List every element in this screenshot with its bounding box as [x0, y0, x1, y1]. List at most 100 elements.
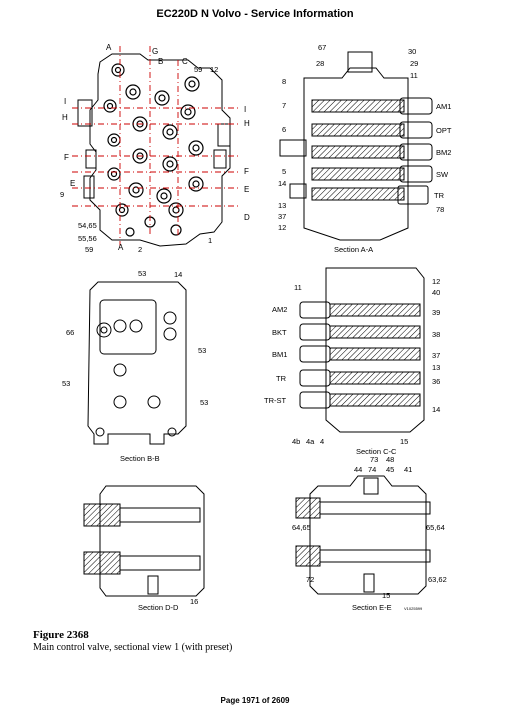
svg-text:48: 48	[386, 455, 394, 464]
svg-text:AM2: AM2	[272, 305, 287, 314]
svg-text:V1025599: V1025599	[404, 606, 423, 611]
svg-text:Section E-E: Section E-E	[352, 603, 392, 612]
port-circles	[103, 63, 204, 237]
svg-text:59: 59	[194, 65, 202, 74]
svg-text:53: 53	[138, 269, 146, 278]
section-dd	[83, 485, 205, 597]
svg-text:14: 14	[278, 179, 286, 188]
svg-text:SW: SW	[436, 170, 449, 179]
svg-text:13: 13	[278, 201, 286, 210]
section-cut-lines	[72, 46, 240, 246]
svg-text:44: 44	[354, 465, 362, 474]
svg-text:H: H	[62, 113, 68, 122]
svg-text:54,65: 54,65	[78, 221, 97, 230]
svg-text:14: 14	[174, 270, 182, 279]
svg-text:37: 37	[278, 212, 286, 221]
exterior-view	[77, 53, 231, 247]
svg-text:39: 39	[432, 308, 440, 317]
svg-text:G: G	[152, 47, 158, 56]
svg-text:C: C	[182, 57, 188, 66]
section-bb-labels: 53 14 66 53 53 53 Section B-B	[62, 269, 208, 463]
svg-text:12: 12	[432, 277, 440, 286]
svg-text:6: 6	[282, 125, 286, 134]
svg-text:1: 1	[208, 236, 212, 245]
svg-text:38: 38	[432, 330, 440, 339]
svg-text:BM1: BM1	[272, 350, 287, 359]
svg-text:15: 15	[400, 437, 408, 446]
svg-text:AM1: AM1	[436, 102, 451, 111]
svg-text:F: F	[244, 167, 249, 176]
svg-text:Section B-B: Section B-B	[120, 454, 160, 463]
svg-text:65,64: 65,64	[426, 523, 445, 532]
exterior-callouts: 59 12 9 54,65 55,56 59 2 1	[60, 65, 218, 254]
svg-text:13: 13	[432, 363, 440, 372]
svg-text:67: 67	[318, 43, 326, 52]
svg-text:4a: 4a	[306, 437, 315, 446]
section-cc	[299, 267, 425, 433]
svg-text:B: B	[158, 57, 163, 66]
svg-text:12: 12	[278, 223, 286, 232]
svg-text:TR: TR	[276, 374, 287, 383]
svg-text:12: 12	[210, 65, 218, 74]
svg-text:53: 53	[200, 398, 208, 407]
svg-text:Section D-D: Section D-D	[138, 603, 179, 612]
svg-text:14: 14	[432, 405, 440, 414]
svg-text:H: H	[244, 119, 250, 128]
svg-text:Section A-A: Section A-A	[334, 245, 373, 254]
svg-text:74: 74	[368, 465, 376, 474]
svg-text:15: 15	[382, 591, 390, 600]
svg-text:59: 59	[85, 245, 93, 254]
svg-text:40: 40	[432, 288, 440, 297]
svg-text:55,56: 55,56	[78, 234, 97, 243]
section-dd-labels: 16 Section D-D	[138, 597, 198, 612]
svg-text:E: E	[244, 185, 249, 194]
svg-text:73: 73	[370, 455, 378, 464]
svg-text:TR: TR	[434, 191, 445, 200]
svg-text:D: D	[244, 213, 250, 222]
svg-text:45: 45	[386, 465, 394, 474]
svg-text:37: 37	[432, 351, 440, 360]
svg-text:11: 11	[410, 71, 418, 80]
svg-text:I: I	[64, 97, 66, 106]
svg-text:OPT: OPT	[436, 126, 452, 135]
svg-text:63,62: 63,62	[428, 575, 447, 584]
figure-description: Main control valve, sectional view 1 (wi…	[33, 642, 233, 653]
svg-text:53: 53	[198, 346, 206, 355]
section-ee	[295, 475, 431, 595]
svg-text:8: 8	[282, 77, 286, 86]
svg-text:4b: 4b	[292, 437, 300, 446]
svg-text:28: 28	[316, 59, 324, 68]
svg-text:BM2: BM2	[436, 148, 451, 157]
section-aa	[279, 51, 433, 241]
svg-text:36: 36	[432, 377, 440, 386]
svg-text:7: 7	[282, 101, 286, 110]
svg-text:72: 72	[306, 575, 314, 584]
svg-text:11: 11	[294, 283, 302, 292]
svg-text:66: 66	[66, 328, 74, 337]
svg-text:F: F	[64, 153, 69, 162]
svg-text:4: 4	[320, 437, 324, 446]
page-number: Page 1971 of 2609	[220, 696, 290, 705]
page-header: EC220D N Volvo - Service Information	[156, 8, 354, 20]
svg-text:16: 16	[190, 597, 198, 606]
svg-text:BKT: BKT	[272, 328, 287, 337]
svg-text:53: 53	[62, 379, 70, 388]
svg-text:2: 2	[138, 245, 142, 254]
svg-text:E: E	[70, 179, 75, 188]
svg-text:64,65: 64,65	[292, 523, 311, 532]
svg-text:A: A	[118, 243, 124, 252]
svg-text:9: 9	[60, 190, 64, 199]
svg-text:78: 78	[436, 205, 444, 214]
svg-text:29: 29	[410, 59, 418, 68]
svg-text:TR-ST: TR-ST	[264, 396, 286, 405]
section-ee-labels: 73 48 44 74 45 41 64,65 65,64 72 15 63,62 Sec…	[292, 455, 447, 612]
svg-text:41: 41	[404, 465, 412, 474]
svg-text:30: 30	[408, 47, 416, 56]
svg-text:A: A	[106, 43, 112, 52]
svg-text:5: 5	[282, 167, 286, 176]
svg-text:I: I	[244, 105, 246, 114]
